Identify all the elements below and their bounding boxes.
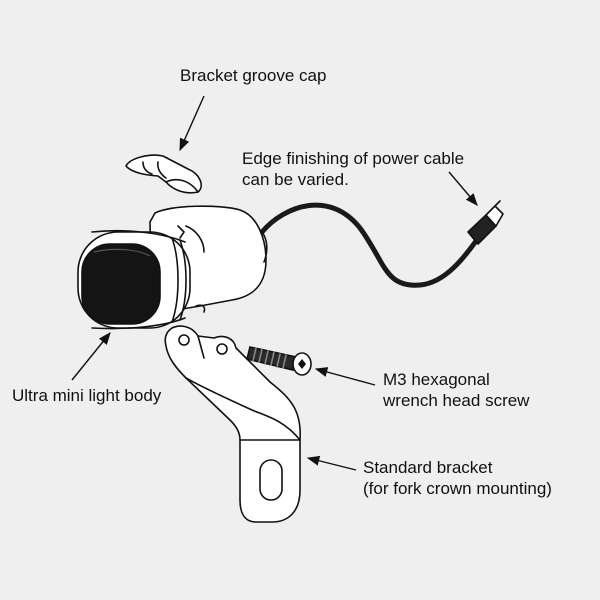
- label-screw: M3 hexagonal wrench head screw: [383, 369, 529, 411]
- arrow-power-cable: [448, 171, 478, 206]
- cable-connector-plug: [467, 200, 504, 245]
- standard-bracket: [164, 325, 301, 523]
- label-standard-bracket-line2: (for fork crown mounting): [363, 479, 552, 498]
- label-light-body-text: Ultra mini light body: [12, 386, 162, 405]
- label-standard-bracket-line1: Standard bracket: [363, 458, 493, 477]
- power-cable: [259, 202, 488, 288]
- ultra-mini-light-body: [77, 205, 268, 330]
- label-bracket-groove-cap: Bracket groove cap: [180, 65, 326, 86]
- label-power-cable-line1: Edge finishing of power cable: [242, 149, 465, 168]
- arrow-light-body: [71, 332, 111, 381]
- label-power-cable: Edge finishing of power cable can be var…: [242, 148, 464, 190]
- label-light-body: Ultra mini light body: [12, 385, 161, 406]
- m3-hex-screw: [246, 346, 312, 376]
- label-bracket-groove-cap-text: Bracket groove cap: [180, 66, 327, 85]
- arrow-groove-cap: [179, 95, 205, 152]
- arrow-screw: [314, 367, 376, 386]
- bracket-groove-cap: [125, 154, 202, 194]
- label-screw-line1: M3 hexagonal: [383, 370, 490, 389]
- label-power-cable-line2: can be varied.: [242, 170, 349, 189]
- arrow-bracket: [306, 455, 357, 471]
- label-screw-line2: wrench head screw: [383, 391, 530, 410]
- label-standard-bracket: Standard bracket (for fork crown mountin…: [363, 457, 552, 499]
